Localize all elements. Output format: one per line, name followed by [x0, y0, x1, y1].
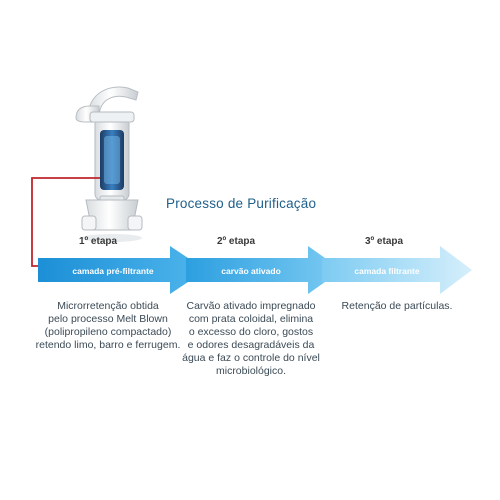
- step-1-description-line: pelo processo Melt Blown: [48, 313, 168, 325]
- filter-housing: [89, 111, 135, 207]
- step-3-description: Retenção de partículas.: [322, 300, 472, 313]
- faucet-base: [81, 199, 143, 242]
- step-2-description-line: microbiológico.: [215, 365, 287, 377]
- flow-arrows: [38, 246, 472, 294]
- arrow-step-3: [322, 246, 472, 294]
- step-3-arrow-label: camada filtrante: [354, 266, 420, 276]
- step-2-description: Carvão ativado impregnado com prata colo…: [176, 300, 326, 378]
- step-2-arrow-label: carvão ativado: [221, 266, 281, 276]
- step-1-label: 1º etapa: [78, 236, 118, 247]
- step-1-description-line: Microrretenção obtida: [57, 300, 159, 312]
- step-2-description-line: o excesso do cloro, gostos: [188, 326, 314, 338]
- step-1-arrow-label: camada pré-filtrante: [72, 266, 154, 276]
- arrow-step-2: [186, 246, 342, 294]
- step-2-description-line: Carvão ativado impregnado: [186, 300, 316, 312]
- step-2-description-line: e odores desagradáveis da: [187, 339, 315, 351]
- diagram-title: Processo de Purificação: [166, 196, 317, 211]
- step-1-description-line: retendo limo, barro e ferrugem.: [35, 339, 181, 351]
- step-1-description-line: (polipropileno compactado): [44, 326, 172, 338]
- step-1-description: Microrretenção obtida pelo processo Melt…: [28, 300, 188, 352]
- step-2-description-line: com prata coloidal, elimina: [188, 313, 314, 325]
- step-3-description-line: Retenção de partículas.: [341, 300, 453, 312]
- step-3-label: 3º etapa: [364, 236, 404, 247]
- step-2-label: 2º etapa: [216, 236, 256, 247]
- step-2-description-line: água e faz o controle do nível: [182, 352, 320, 364]
- connector-line: [31, 177, 100, 267]
- arrow-step-1: [38, 246, 206, 294]
